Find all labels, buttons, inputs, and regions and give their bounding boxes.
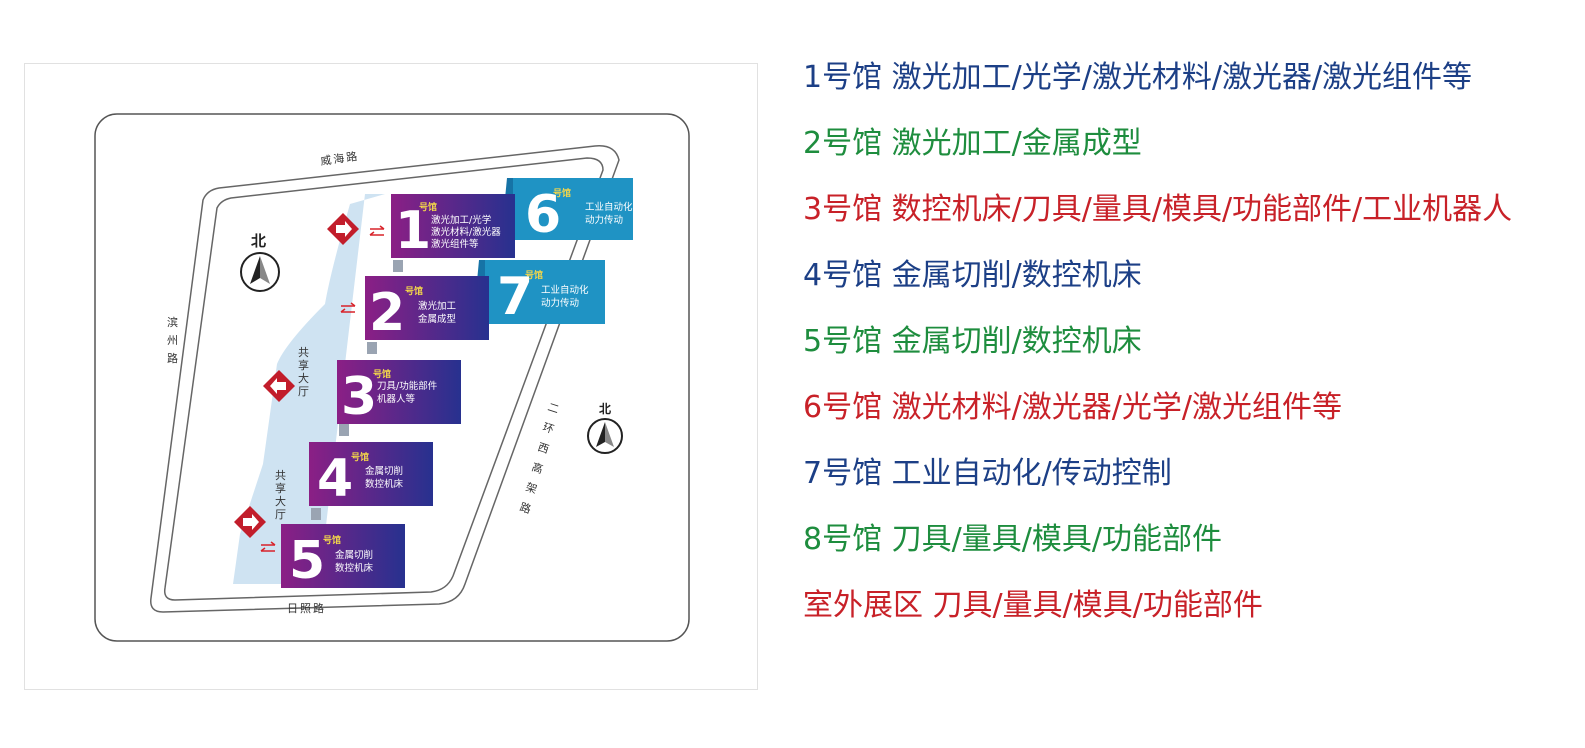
svg-text:刀具/功能部件: 刀具/功能部件	[377, 380, 438, 392]
svg-text:大: 大	[298, 371, 309, 385]
road-label-north: 威海路	[319, 149, 360, 168]
svg-text:数控机床: 数控机床	[365, 478, 404, 490]
north-compass-icon: 北	[240, 232, 280, 292]
hall-3: 3 号馆 刀具/功能部件 机器人等	[337, 360, 461, 427]
ring-road-outer	[150, 145, 620, 613]
entrance-icon-1	[327, 213, 359, 245]
hall-1: 1 号馆 激光加工/光学 激光材料/激光器 激光组件等	[391, 194, 515, 261]
road-label-east: 二 环 西 高 架 路	[518, 400, 562, 516]
hall-6: 6 号馆 工业自动化 动力传动	[501, 178, 633, 245]
svg-text:享: 享	[298, 358, 309, 372]
legend-item-hall-3: 3号馆 数控机床/刀具/量具/模具/功能部件/工业机器人	[803, 192, 1513, 227]
svg-text:激光加工: 激光加工	[418, 300, 457, 312]
svg-text:环: 环	[541, 420, 557, 436]
svg-text:金属成型: 金属成型	[418, 313, 457, 325]
svg-text:号馆: 号馆	[373, 368, 391, 380]
shared-lobby-area	[233, 194, 385, 584]
hall-4: 4 号馆 金属切削 数控机床	[309, 442, 433, 509]
svg-text:机器人等: 机器人等	[377, 393, 416, 405]
legend-item-hall-4: 4号馆 金属切削/数控机床	[803, 258, 1142, 293]
venue-map: 威海路 滨 州 路 日照路 二 环 西 高 架 路 北 北	[24, 63, 758, 690]
svg-text:号馆: 号馆	[351, 451, 369, 463]
svg-text:高: 高	[530, 460, 547, 477]
ring-road-inner	[163, 157, 604, 601]
svg-text:工业自动化: 工业自动化	[585, 201, 633, 213]
svg-text:架: 架	[524, 480, 540, 496]
road-label-west: 滨 州 路	[167, 315, 180, 365]
svg-text:共: 共	[275, 469, 286, 482]
lobby-label-2: 共 享 大 厅	[275, 469, 286, 521]
svg-text:金属切削: 金属切削	[335, 549, 373, 561]
entrance-icon-2	[263, 370, 295, 402]
venue-map-svg: 威海路 滨 州 路 日照路 二 环 西 高 架 路 北 北	[94, 113, 690, 642]
hall-2: 2 号馆 激光加工 金属成型	[365, 276, 489, 343]
svg-text:激光加工/光学: 激光加工/光学	[431, 214, 491, 226]
north-compass-icon-small: 北	[587, 401, 623, 454]
legend-item-hall-1: 1号馆 激光加工/光学/激光材料/激光器/激光组件等	[803, 60, 1473, 95]
svg-text:动力传动: 动力传动	[585, 214, 623, 226]
svg-text:号馆: 号馆	[419, 201, 437, 213]
svg-text:号馆: 号馆	[323, 534, 341, 546]
svg-text:北: 北	[599, 401, 611, 416]
svg-text:7: 7	[497, 267, 533, 327]
svg-text:金属切削: 金属切削	[365, 465, 403, 477]
svg-text:号馆: 号馆	[553, 187, 571, 199]
hall-7: 7 号馆 工业自动化 动力传动	[473, 260, 605, 327]
svg-text:厅: 厅	[275, 508, 286, 521]
svg-text:工业自动化: 工业自动化	[541, 284, 589, 296]
svg-text:1: 1	[395, 201, 431, 261]
passage-arrow-icon-2	[340, 302, 356, 313]
legend-item-hall-8: 8号馆 刀具/量具/模具/功能部件	[803, 522, 1222, 557]
svg-text:号馆: 号馆	[525, 269, 543, 281]
svg-text:大: 大	[275, 494, 286, 508]
hall-connector-icons	[311, 260, 403, 520]
svg-text:4: 4	[317, 449, 353, 509]
lobby-label-1: 共 享 大 厅	[298, 346, 309, 398]
svg-text:3: 3	[341, 367, 377, 427]
svg-text:享: 享	[275, 481, 286, 495]
svg-text:2: 2	[369, 283, 405, 343]
svg-text:北: 北	[251, 232, 266, 250]
road-label-south: 日照路	[287, 602, 326, 615]
passage-arrow-icon-1	[369, 225, 385, 236]
hall-legend: 1号馆 激光加工/光学/激光材料/激光器/激光组件等 2号馆 激光加工/金属成型…	[803, 56, 1548, 650]
svg-text:激光材料/激光器: 激光材料/激光器	[431, 226, 501, 238]
svg-text:厅: 厅	[298, 385, 309, 398]
svg-text:6: 6	[525, 185, 561, 245]
svg-text:号馆: 号馆	[405, 285, 423, 297]
hall-5: 5 号馆 金属切削 数控机床	[281, 524, 405, 591]
passage-arrow-icon-3	[260, 541, 276, 552]
legend-item-hall-5: 5号馆 金属切削/数控机床	[803, 324, 1142, 359]
legend-item-hall-2: 2号馆 激光加工/金属成型	[803, 126, 1142, 161]
svg-text:西: 西	[536, 440, 552, 456]
svg-text:5: 5	[289, 531, 325, 591]
svg-text:路: 路	[167, 352, 180, 365]
svg-text:滨: 滨	[167, 315, 180, 329]
svg-text:共: 共	[298, 346, 309, 359]
svg-text:激光组件等: 激光组件等	[431, 238, 479, 250]
legend-item-hall-7: 7号馆 工业自动化/传动控制	[803, 456, 1172, 491]
site-boundary	[94, 113, 690, 642]
svg-text:数控机床: 数控机床	[335, 562, 374, 574]
legend-item-outdoor: 室外展区 刀具/量具/模具/功能部件	[803, 588, 1263, 623]
svg-text:路: 路	[518, 500, 534, 516]
svg-text:动力传动: 动力传动	[541, 297, 579, 309]
legend-item-hall-6: 6号馆 激光材料/激光器/光学/激光组件等	[803, 390, 1342, 425]
svg-text:州: 州	[167, 334, 180, 347]
entrance-icon-3	[234, 506, 266, 538]
svg-text:二: 二	[546, 400, 562, 416]
